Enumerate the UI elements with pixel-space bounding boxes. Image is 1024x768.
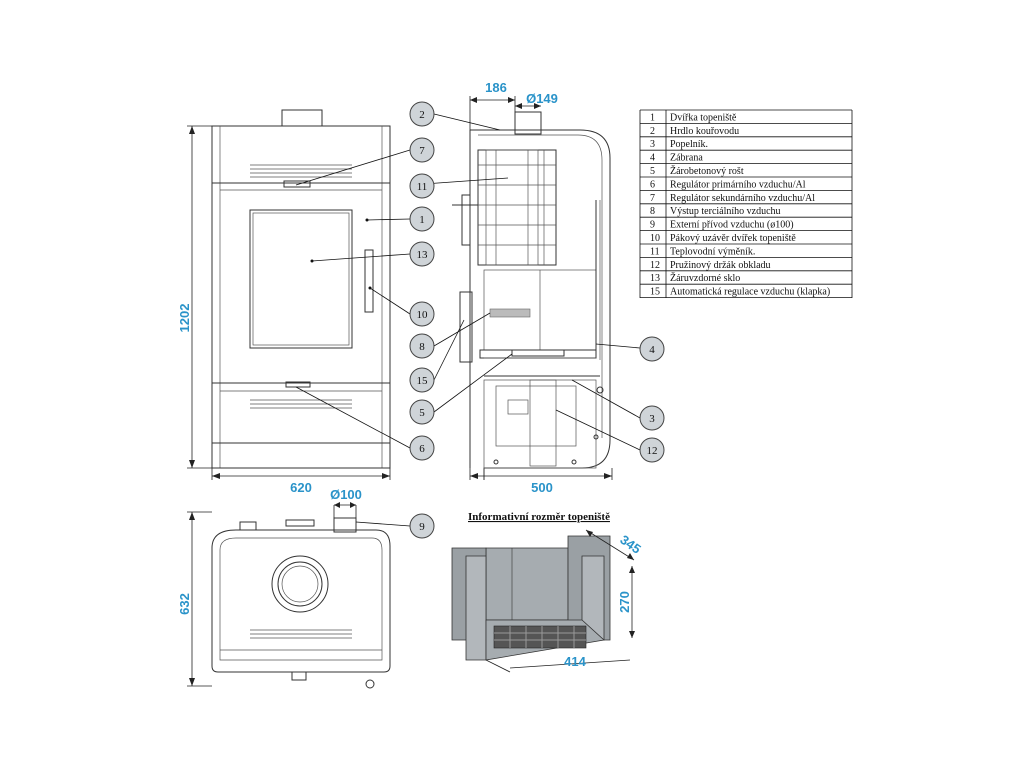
svg-text:2: 2 bbox=[419, 109, 425, 121]
svg-text:6: 6 bbox=[419, 443, 425, 455]
legend-label: Dvířka topeniště bbox=[670, 112, 737, 123]
svg-text:11: 11 bbox=[417, 181, 428, 193]
tertiary-air-outlet bbox=[489, 308, 531, 318]
svg-text:3: 3 bbox=[649, 413, 655, 425]
callout-15 bbox=[409, 367, 435, 393]
svg-text:10: 10 bbox=[417, 309, 429, 321]
air-inlet bbox=[333, 517, 357, 533]
legend-number: 4 bbox=[650, 153, 655, 164]
svg-text:13: 13 bbox=[417, 249, 429, 261]
legend-label: Žárobetonový rošt bbox=[670, 165, 744, 177]
flue-offset-dimension: 186 bbox=[485, 80, 507, 95]
svg-text:7: 7 bbox=[419, 145, 425, 157]
legend-label: Popelník. bbox=[670, 139, 708, 150]
legend-table: 1 Dvířka topeniště 2 Hrdlo kouřovodu 3 Popeln… bbox=[639, 109, 853, 299]
legend-label: Regulátor primárního vzduchu/Al bbox=[670, 179, 806, 190]
callout-13 bbox=[409, 241, 435, 267]
height-dimension: 1202 bbox=[177, 304, 192, 333]
legend-number: 13 bbox=[650, 273, 660, 284]
firebox-width-dimension: 414 bbox=[564, 654, 586, 669]
firebox-depth-dimension: 345 bbox=[617, 532, 643, 557]
front-view bbox=[211, 109, 391, 469]
primary-air-vents bbox=[250, 399, 352, 409]
callout-1 bbox=[409, 206, 435, 232]
legend-label: Teplovodní výměník. bbox=[670, 246, 755, 257]
legend-label: Regulátor sekundárního vzduchu/Al bbox=[670, 193, 815, 204]
legend-label: Výstup terciálního vzduchu bbox=[670, 206, 781, 217]
top-view bbox=[211, 517, 391, 689]
callout-8 bbox=[409, 333, 435, 359]
svg-text:4: 4 bbox=[649, 344, 655, 356]
callout-12 bbox=[639, 437, 665, 463]
callout-7 bbox=[409, 137, 435, 163]
callouts: 7 11 1 13 10 8 15 5 6 2 4 bbox=[295, 101, 665, 539]
svg-text:9: 9 bbox=[419, 521, 425, 533]
svg-text:5: 5 bbox=[419, 407, 425, 419]
legend-number: 9 bbox=[650, 220, 655, 231]
legend-number: 12 bbox=[650, 260, 660, 271]
firebox-grate bbox=[493, 625, 587, 649]
svg-text:12: 12 bbox=[647, 445, 658, 457]
legend-label: Zábrana bbox=[670, 153, 703, 164]
svg-text:8: 8 bbox=[419, 341, 425, 353]
callout-6 bbox=[409, 435, 435, 461]
legend-label: Hrdlo kouřovodu bbox=[670, 126, 739, 137]
side-width-dimension: 500 bbox=[531, 480, 553, 495]
svg-text:15: 15 bbox=[417, 375, 429, 387]
legend-number: 10 bbox=[650, 233, 660, 244]
legend-number: 3 bbox=[650, 139, 655, 150]
front-width-dimension: 620 bbox=[290, 480, 312, 495]
legend-number: 7 bbox=[650, 193, 655, 204]
legend-number: 5 bbox=[650, 166, 655, 177]
concrete-grate bbox=[511, 349, 565, 357]
legend-label: Pružinový držák obkladu bbox=[670, 260, 771, 271]
legend-label: Žáruvzdorné sklo bbox=[670, 272, 740, 284]
callout-4 bbox=[639, 336, 665, 362]
callout-9 bbox=[409, 513, 435, 539]
callout-5 bbox=[409, 399, 435, 425]
door-handle bbox=[364, 249, 374, 313]
flue-diameter-dimension: Ø149 bbox=[526, 91, 558, 106]
callout-10 bbox=[409, 301, 435, 327]
fireproof-glass bbox=[249, 209, 353, 349]
legend-label: Automatická regulace vzduchu (klapka) bbox=[670, 287, 830, 298]
callout-11 bbox=[409, 173, 435, 199]
legend-number: 8 bbox=[650, 206, 655, 217]
legend-number: 1 bbox=[650, 112, 655, 123]
callout-2 bbox=[409, 101, 435, 127]
firebox-caption: Informativní rozměr topeniště bbox=[468, 511, 610, 523]
flue-outlet bbox=[514, 111, 542, 135]
svg-text:1: 1 bbox=[419, 214, 425, 226]
legend-label: Pákový uzávěr dvířek topeniště bbox=[670, 233, 796, 244]
side-view bbox=[452, 111, 611, 480]
front-dimensions: 1202 620 bbox=[177, 125, 391, 495]
legend-number: 6 bbox=[650, 179, 655, 190]
heat-exchanger bbox=[477, 149, 557, 266]
legend-number: 11 bbox=[650, 246, 660, 257]
depth-dimension: 632 bbox=[177, 593, 192, 615]
secondary-air-vents bbox=[250, 164, 352, 178]
spring-holder bbox=[529, 379, 557, 467]
legend-label: Externí přívod vzduchu (ø100) bbox=[670, 220, 794, 231]
legend-number: 2 bbox=[650, 126, 655, 137]
top-dimensions: 632 Ø100 bbox=[177, 487, 362, 687]
callout-3 bbox=[639, 405, 665, 431]
firebox-diagram: Informativní rozměr topeniště 345 27 bbox=[451, 511, 644, 673]
legend-number: 15 bbox=[650, 287, 660, 298]
side-dimensions: 186 Ø149 500 bbox=[469, 80, 613, 495]
inlet-diameter-dimension: Ø100 bbox=[330, 487, 362, 502]
firebox-height-dimension: 270 bbox=[617, 591, 632, 613]
flue-opening bbox=[271, 555, 329, 613]
